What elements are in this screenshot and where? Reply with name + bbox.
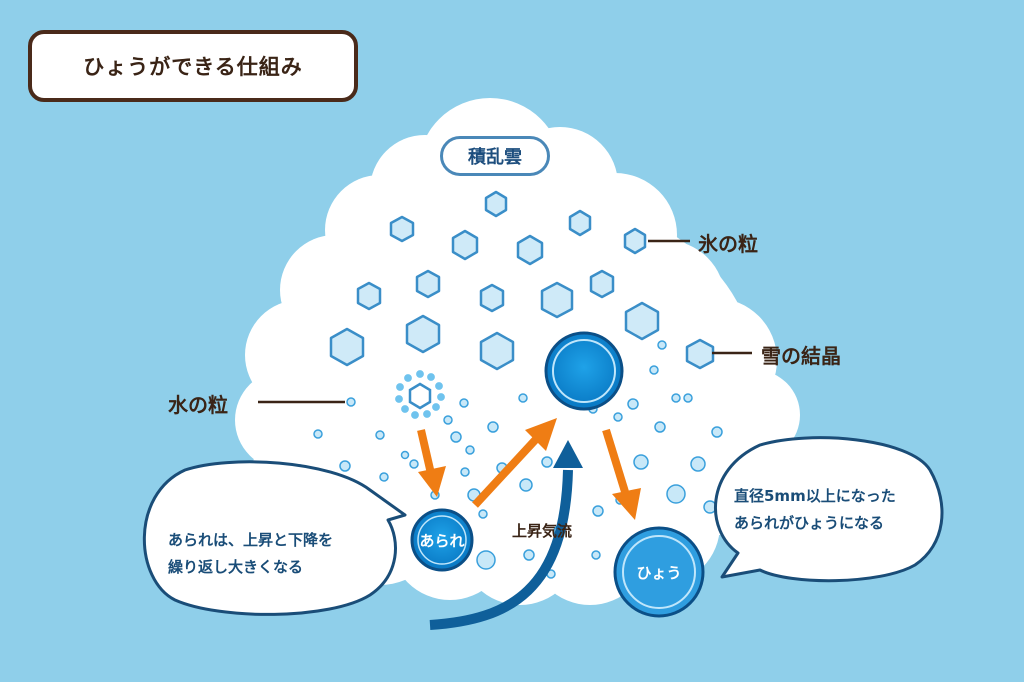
ice-particle-label: 氷の粒: [698, 232, 758, 256]
ice-crystal: [405, 314, 441, 354]
ice-crystal: [484, 190, 508, 218]
right-bubble-text: 直径5mm以上になった あられがひょうになる: [734, 483, 896, 537]
left-bubble-line-1: あられは、上昇と下降を: [168, 531, 334, 549]
snow-crystal: [685, 338, 715, 370]
large-hailstone: [544, 331, 624, 411]
left-speech-bubble: [142, 460, 407, 616]
page-title: ひょうができる仕組み: [28, 30, 358, 102]
ice-crystal: [623, 227, 647, 255]
left-bubble-text: あられは、上昇と下降を 繰り返し大きくなる: [168, 527, 333, 581]
water-droplets: [294, 340, 723, 579]
right-speech-bubble: [714, 436, 944, 583]
ice-crystal: [415, 269, 441, 299]
ice-crystal: [568, 209, 592, 237]
falling-arrows: [417, 418, 641, 520]
leader-lines: [258, 239, 752, 404]
ice-crystal: [540, 281, 574, 319]
hyou-label: ひょう: [636, 564, 682, 582]
ice-crystal: [451, 229, 479, 261]
ice-crystal: [329, 327, 365, 367]
ice-crystals: [329, 190, 715, 371]
ice-crystal: [356, 281, 382, 311]
updraft-label: 上昇気流: [512, 522, 573, 540]
ice-crystal: [479, 283, 505, 313]
ice-crystal: [479, 331, 515, 371]
ice-crystal: [589, 269, 615, 299]
ice-crystal: [624, 301, 660, 341]
right-bubble-line-2: あられがひょうになる: [734, 514, 885, 532]
water-droplet-label-left: 水の粒: [168, 393, 228, 417]
right-bubble-line-1: 直径5mm以上になった: [734, 487, 896, 505]
left-bubble-line-2: 繰り返し大きくなる: [168, 558, 304, 576]
ice-cluster: [393, 368, 447, 421]
ice-crystal: [516, 234, 544, 266]
arare-ball: [410, 508, 474, 572]
cloud-name-badge: 積乱雲: [440, 136, 550, 176]
ice-crystal: [389, 215, 415, 243]
hyou-ball: [613, 526, 705, 618]
updraft-arrow: [429, 440, 583, 630]
arare-label: あられ: [419, 532, 465, 550]
snow-crystal-label: 雪の結晶: [761, 344, 841, 368]
